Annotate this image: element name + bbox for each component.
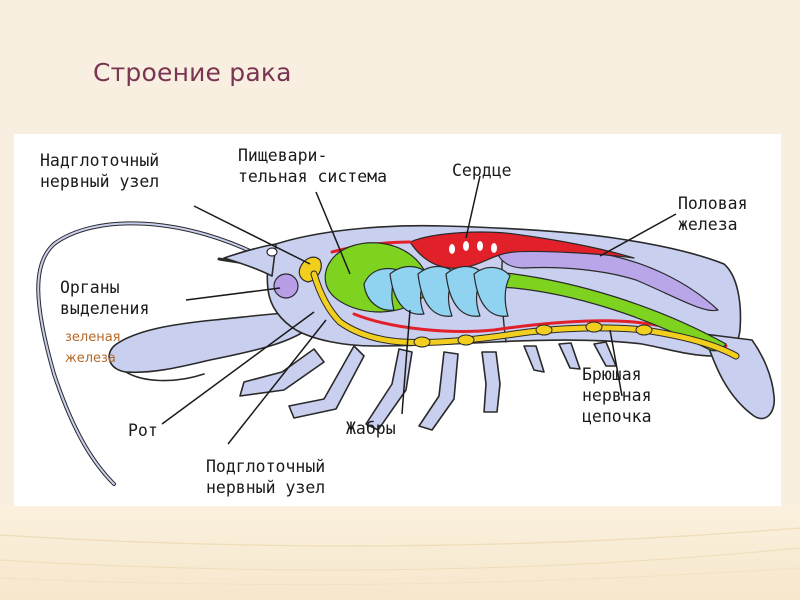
tail-fan	[703, 333, 776, 420]
leader-lines	[161, 175, 677, 445]
label-gonad: Половая железа	[678, 193, 748, 235]
claw	[108, 311, 315, 374]
walking-leg	[365, 348, 413, 431]
label-line: тельная система	[238, 167, 388, 186]
label-line: нервный узел	[206, 478, 326, 497]
label-line: нервный узел	[40, 172, 160, 191]
note-line: железа	[65, 351, 116, 366]
label-line: Подглоточный	[206, 457, 326, 476]
eye	[266, 247, 278, 257]
note-green-gland: зеленая железа	[65, 327, 121, 369]
label-gills: Жабры	[346, 419, 396, 438]
gills	[363, 265, 511, 317]
label-line: Пищевари-	[238, 146, 328, 165]
label-ventral-nerve-cord: Брюшая нервная цепочка	[582, 364, 652, 427]
label-heart: Сердце	[452, 161, 512, 180]
slide-title: Строение рака	[93, 58, 292, 87]
label-line: нервная	[582, 386, 652, 405]
walking-leg	[239, 348, 325, 397]
walking-leg	[418, 351, 459, 431]
walking-leg	[481, 351, 501, 413]
label-subglottic-ganglion: Подглоточный нервный узел	[206, 456, 325, 498]
leader-supraglottic	[193, 205, 311, 265]
leader-mouth	[161, 311, 315, 425]
label-digestive-system: Пищевари- тельная система	[238, 145, 387, 187]
label-line: железа	[678, 215, 738, 234]
label-line: Брюшая	[582, 365, 642, 384]
crayfish-drawing	[36, 175, 776, 486]
leader-subglottic	[227, 319, 327, 445]
label-supraglottic-ganglion: Надглоточный нервный узел	[40, 150, 159, 192]
label-line: выделения	[60, 299, 150, 318]
label-line: цепочка	[582, 407, 652, 426]
leader-ventral-cord	[609, 329, 623, 397]
label-mouth: Рот	[128, 421, 158, 440]
label-line: Надглоточный	[40, 151, 160, 170]
label-line: Половая	[678, 194, 748, 213]
label-line: Органы	[60, 278, 120, 297]
leader-digestive	[315, 191, 351, 275]
leader-gills	[401, 309, 411, 415]
leader-gonad	[599, 213, 677, 257]
excretory-organ	[273, 273, 299, 299]
label-excretory-organs: Органы выделения	[60, 277, 149, 319]
leader-heart	[465, 175, 481, 239]
walking-leg	[288, 345, 365, 419]
leader-excretory	[185, 287, 281, 301]
crayfish-diagram	[14, 134, 781, 506]
note-line: зеленая	[65, 330, 121, 345]
